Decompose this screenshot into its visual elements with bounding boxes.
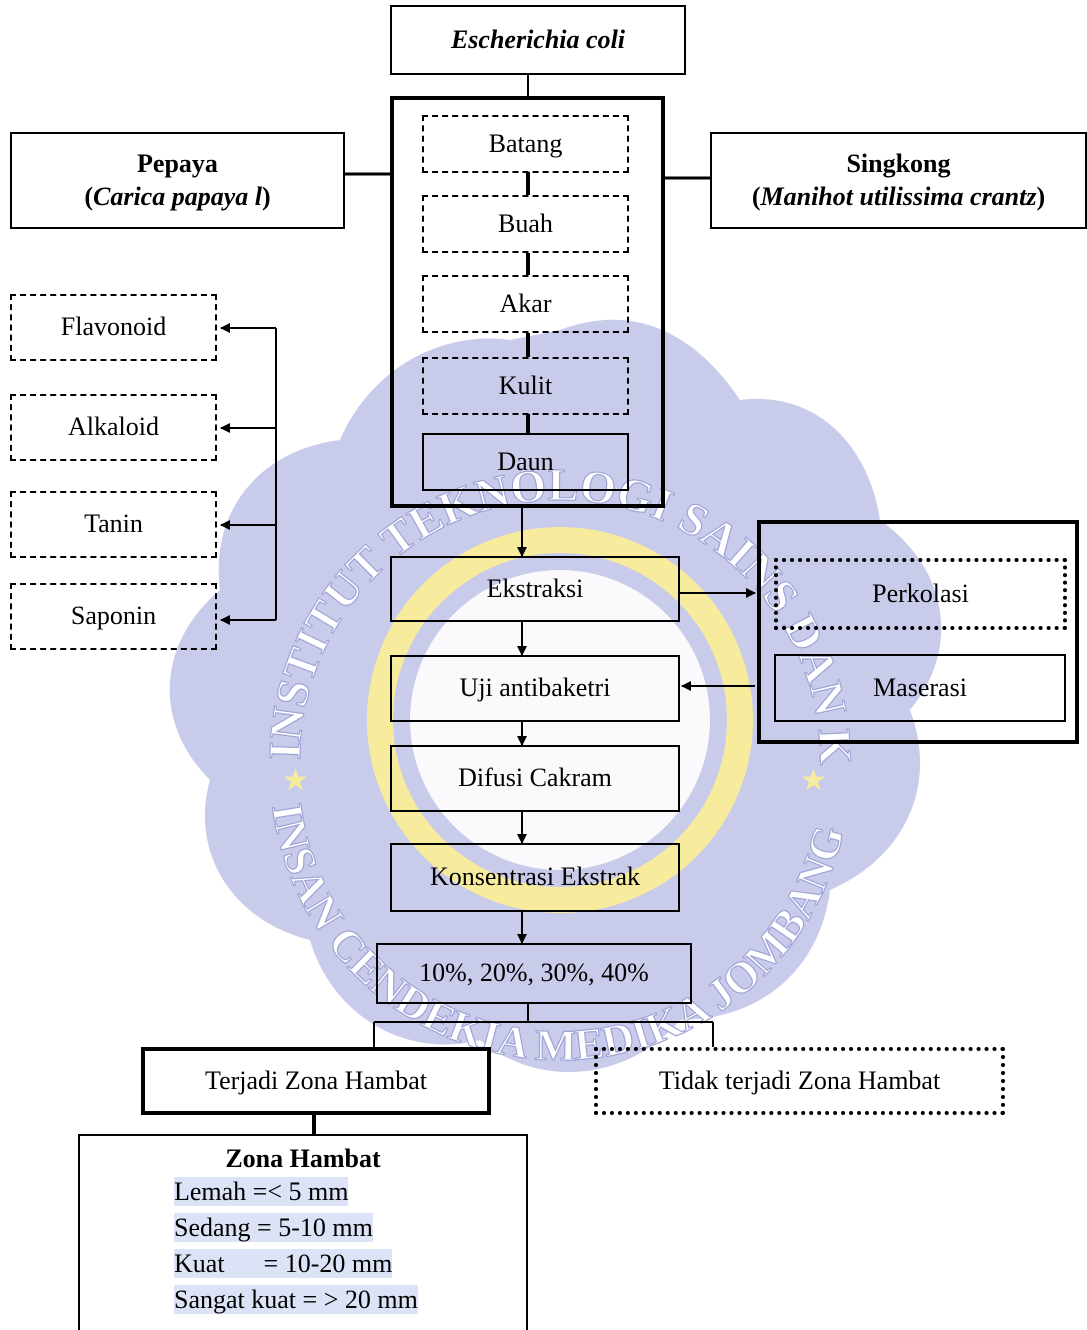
compound-flavonoid: Flavonoid	[10, 294, 217, 361]
zone-legend-title: Zona Hambat	[225, 1144, 381, 1173]
plant-parts-group	[390, 96, 665, 508]
method-maserasi: Maserasi	[774, 654, 1066, 722]
step-concentrations: 10%, 20%, 30%, 40%	[376, 943, 692, 1004]
zone-legend: Zona Hambat Lemah =< 5 mm Sedang = 5-10 …	[78, 1134, 528, 1330]
method-perkolasi: Perkolasi	[774, 558, 1067, 630]
compound-tanin: Tanin	[10, 491, 217, 558]
step-uji-antibakteri: Uji antibaketri	[390, 655, 680, 722]
zone-row-sangat-kuat: Sangat kuat = > 20 mm	[174, 1285, 418, 1314]
compound-alkaloid: Alkaloid	[10, 394, 217, 461]
step-konsentrasi-ekstrak: Konsentrasi Ekstrak	[390, 843, 680, 912]
pepaya-latin: (Carica papaya l)	[84, 181, 271, 211]
ecoli-box: Escherichia coli	[390, 5, 686, 75]
part-kulit: Kulit	[422, 357, 629, 415]
part-daun: Daun	[422, 433, 629, 491]
zone-row-kuat: Kuat = 10-20 mm	[174, 1249, 393, 1278]
seal-inner-ring	[367, 527, 753, 913]
singkong-latin: (Manihot utilissima crantz)	[751, 181, 1046, 211]
compound-saponin: Saponin	[10, 583, 217, 650]
singkong-name: Singkong	[846, 149, 951, 178]
result-positive: Terjadi Zona Hambat	[141, 1047, 491, 1115]
seal-star-left: ★	[282, 764, 309, 797]
step-difusi-cakram: Difusi Cakram	[390, 745, 680, 812]
methods-group	[757, 520, 1079, 744]
part-akar: Akar	[422, 275, 629, 333]
part-buah: Buah	[422, 195, 629, 253]
result-negative: Tidak terjadi Zona Hambat	[594, 1047, 1005, 1115]
pepaya-name: Pepaya	[137, 149, 218, 178]
zone-row-lemah: Lemah =< 5 mm	[174, 1177, 349, 1206]
step-ekstraksi: Ekstraksi	[390, 556, 680, 622]
zone-row-sedang: Sedang = 5-10 mm	[174, 1213, 373, 1242]
singkong-box: Singkong (Manihot utilissima crantz)	[710, 132, 1087, 229]
pepaya-box: Pepaya (Carica papaya l)	[10, 132, 345, 229]
part-batang: Batang	[422, 115, 629, 173]
seal-star-right: ★	[800, 764, 827, 797]
